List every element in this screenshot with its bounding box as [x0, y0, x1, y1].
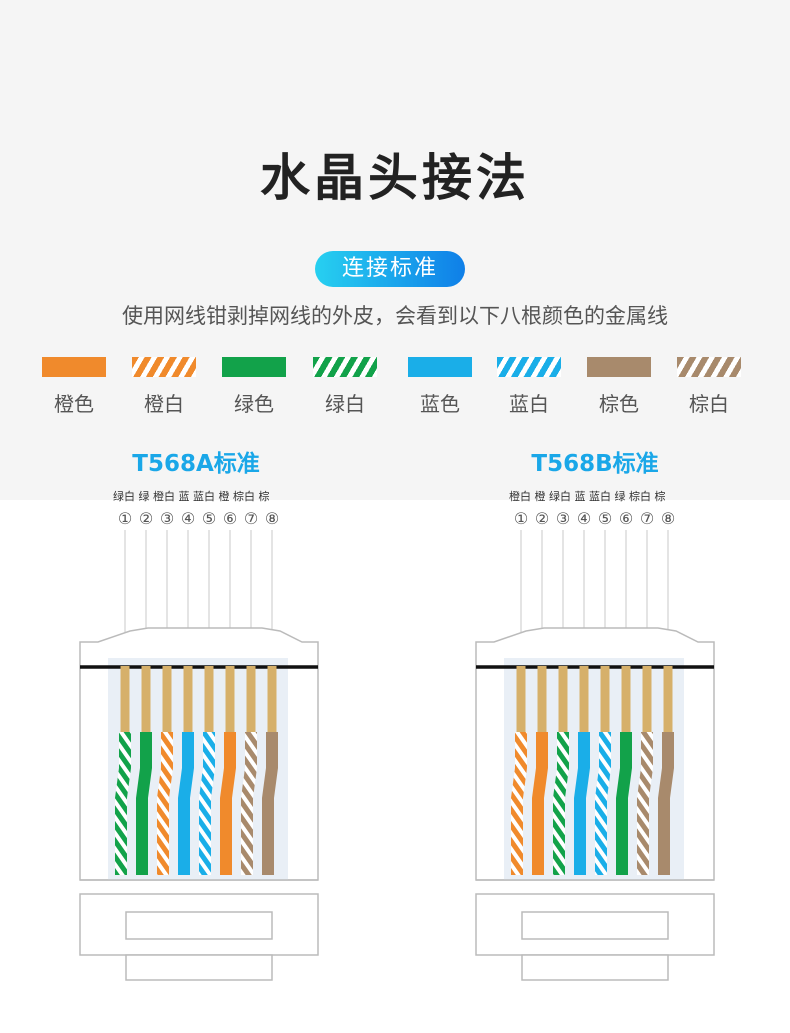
- pin-number: ⑥: [222, 509, 238, 528]
- swatch-label: 蓝色: [420, 392, 460, 416]
- pin-number: ⑤: [201, 509, 217, 528]
- pin-number: ①: [513, 509, 529, 528]
- swatch-orange-white: [132, 357, 196, 377]
- connector-window: [504, 658, 684, 880]
- wire-orange: [532, 732, 548, 875]
- swatch-orange: [42, 357, 106, 377]
- pin-number: ⑦: [639, 509, 655, 528]
- swatch-label: 橙白: [144, 392, 184, 416]
- swatch-blue-white: [497, 357, 561, 377]
- latch-slot: [125, 911, 273, 940]
- swatch-label: 橙色: [54, 392, 94, 416]
- pin-number: ③: [159, 509, 175, 528]
- pin-number: ①: [117, 509, 133, 528]
- pin-number: ③: [555, 509, 571, 528]
- standard-title: T568A标准: [132, 451, 260, 477]
- header-background: [0, 0, 790, 500]
- pin-number: ⑥: [618, 509, 634, 528]
- pin-number: ⑦: [243, 509, 259, 528]
- pin-number: ⑤: [597, 509, 613, 528]
- rj45-connector-diagram: [475, 530, 715, 981]
- page-title: 水晶头接法: [260, 149, 530, 207]
- wire-brown: [262, 732, 278, 875]
- cable-boot: [125, 954, 273, 981]
- wire-green: [616, 732, 632, 875]
- description: 使用网线钳剥掉网线的外皮，会看到以下八根颜色的金属线: [122, 304, 668, 328]
- wire-blue: [574, 732, 590, 875]
- pin-number: ②: [138, 509, 154, 528]
- wire-green-white: [553, 732, 569, 875]
- gold-contact: [225, 666, 235, 732]
- wire-brown: [658, 732, 674, 875]
- wire-orange: [220, 732, 236, 875]
- cable-boot: [521, 954, 669, 981]
- swatch-green: [222, 357, 286, 377]
- swatch-label: 棕白: [689, 392, 729, 416]
- swatch-label: 绿色: [234, 392, 274, 416]
- gold-contact: [267, 666, 277, 732]
- gold-contact: [516, 666, 526, 732]
- gold-contact: [537, 666, 547, 732]
- wire-blue-white: [199, 732, 215, 875]
- gold-contact: [600, 666, 610, 732]
- gold-contact: [120, 666, 130, 732]
- swatch-blue: [408, 357, 472, 377]
- gold-contact: [621, 666, 631, 732]
- gold-contact: [558, 666, 568, 732]
- gold-contact: [663, 666, 673, 732]
- pin-number: ④: [180, 509, 196, 528]
- connector-window: [108, 658, 288, 880]
- gold-contact: [204, 666, 214, 732]
- gold-contact: [162, 666, 172, 732]
- wire-order-label: 绿白 绿 橙白 蓝 蓝白 橙 棕白 棕: [113, 490, 270, 503]
- wire-order-label: 橙白 橙 绿白 蓝 蓝白 绿 棕白 棕: [509, 490, 666, 503]
- wire-orange-white: [511, 732, 527, 875]
- swatch-brown-white: [677, 357, 741, 377]
- gold-contact: [246, 666, 256, 732]
- gold-contact: [642, 666, 652, 732]
- standard-badge: 连接标准: [315, 251, 465, 287]
- swatch-label: 棕色: [599, 392, 639, 416]
- swatch-label: 蓝白: [509, 392, 549, 416]
- gold-contact: [579, 666, 589, 732]
- wire-blue-white: [595, 732, 611, 875]
- swatch-label: 绿白: [325, 392, 365, 416]
- latch-slot: [521, 911, 669, 940]
- wire-brown-white: [637, 732, 653, 875]
- gold-contact: [183, 666, 193, 732]
- swatch-green-white: [313, 357, 377, 377]
- rj45-connector-diagram: [79, 530, 319, 981]
- pin-number: ⑧: [660, 509, 676, 528]
- wire-orange-white: [157, 732, 173, 875]
- swatch-brown: [587, 357, 651, 377]
- pin-number: ②: [534, 509, 550, 528]
- pin-number: ⑧: [264, 509, 280, 528]
- wire-green-white: [115, 732, 131, 875]
- wire-blue: [178, 732, 194, 875]
- pin-number: ④: [576, 509, 592, 528]
- wire-green: [136, 732, 152, 875]
- gold-contact: [141, 666, 151, 732]
- wire-brown-white: [241, 732, 257, 875]
- standard-title: T568B标准: [531, 451, 659, 477]
